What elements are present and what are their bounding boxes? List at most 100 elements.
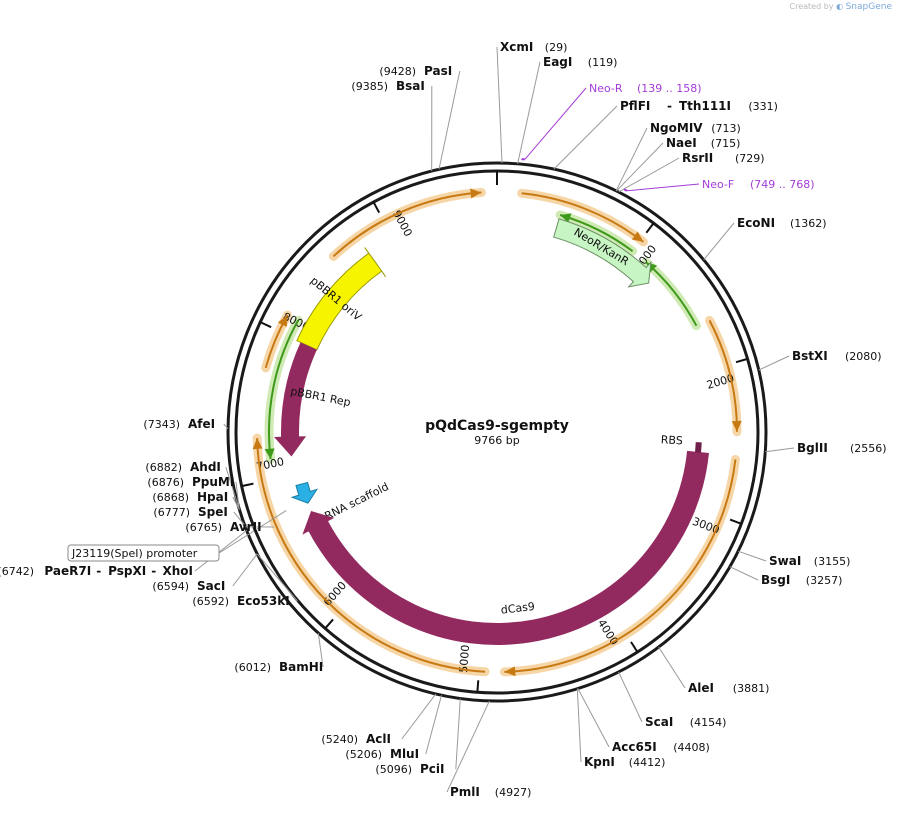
tick-mark-6000 <box>324 618 334 630</box>
leader-kpni <box>576 688 582 763</box>
rbs-label: RBS <box>661 433 684 447</box>
site-name-xcmi: XcmI <box>500 40 533 54</box>
leader-bamhi <box>317 633 324 668</box>
orange-direction-arrow-6 <box>332 191 482 258</box>
promoter-label: J23119(SpeI) promoter <box>71 547 198 560</box>
site-name-swai: SwaI <box>769 554 801 568</box>
primer-range-neo-r: (139 .. 158) <box>637 82 702 95</box>
leader-afei <box>223 423 229 430</box>
leader-pasi <box>438 70 461 170</box>
dcas9-feature-arrow <box>302 450 709 646</box>
site-position-scai: (4154) <box>690 716 727 729</box>
site-position-bsai: (9385) <box>351 80 388 93</box>
site-name-kpni: KpnI <box>584 755 615 769</box>
site-labels: XcmI(29)EagI(119)PflFI-Tth111I(331)NgoMI… <box>0 40 887 799</box>
site-name-avrii: AvrII <box>230 520 262 534</box>
site-name-scai: ScaI <box>645 715 673 729</box>
primer-leader-neo-r <box>524 87 587 160</box>
site-name-ahdi: AhdI <box>190 460 221 474</box>
site-name-spei: SpeI <box>198 505 228 519</box>
leader-pflfi <box>553 105 618 170</box>
site-name-bamhi: BamHI <box>279 660 323 674</box>
site-name-ppumi: PpuMI <box>192 475 234 489</box>
site-name-pasi: PasI <box>424 64 452 78</box>
dcas9-label: dCas9 <box>500 600 535 617</box>
site-position-afei: (7343) <box>143 418 180 431</box>
site-name-pmli: PmlI <box>450 785 480 799</box>
green-direction-arrow-3-head <box>264 448 275 460</box>
leader-econi <box>703 222 735 261</box>
credit-prefix: Created by <box>789 2 834 11</box>
site-position-pflfi: (331) <box>748 100 778 113</box>
site-name-pcii: PciI <box>420 762 445 776</box>
primer-mark-neo-f <box>623 188 628 192</box>
site-position-paer7i: (6742) <box>0 565 34 578</box>
leader-alei <box>658 646 686 689</box>
promoter-label-box <box>67 544 220 562</box>
tick-mark-3000 <box>729 518 742 525</box>
pbbr1-rep-feature-arrow <box>274 342 317 457</box>
site-position-ppumi: (6876) <box>147 476 184 489</box>
site-position-bamhi: (6012) <box>234 661 271 674</box>
direction-arrows <box>252 188 742 677</box>
primer-range-neo-f: (749 .. 768) <box>750 178 815 191</box>
tick-label-4000: 4000 <box>595 617 621 648</box>
site-position-acli: (5240) <box>321 733 358 746</box>
tick-mark-1000 <box>645 222 655 234</box>
leader-saci <box>232 553 258 587</box>
leader-eagi <box>517 61 541 164</box>
site-position-spei: (6777) <box>153 506 190 519</box>
tick-mark-4000 <box>630 641 639 653</box>
leader-paer7i <box>194 530 248 572</box>
promoter-leader <box>218 510 287 554</box>
site-position-bglii: (2556) <box>850 442 887 455</box>
site-name-econi: EcoNI <box>737 216 775 230</box>
leader-hpai <box>232 496 240 511</box>
site-position-bsgi: (3257) <box>806 574 843 587</box>
leader-acc65i <box>577 688 610 748</box>
leader-ppumi <box>235 481 240 509</box>
leader-spei <box>233 511 245 526</box>
site-position-pasi: (9428) <box>379 65 416 78</box>
neor-kanr-feature-arrow <box>553 218 652 288</box>
site-position-saci: (6594) <box>152 580 189 593</box>
pbbr1-oriv-feature <box>296 247 387 351</box>
green-direction-arrow-3 <box>268 319 300 460</box>
green-direction-arrow-1-head <box>560 213 572 223</box>
leader-naei <box>616 142 664 192</box>
site-name-pspxi: PspXI <box>108 564 146 578</box>
tick-mark-2000 <box>735 357 748 364</box>
site-position-hpai: (6868) <box>152 491 189 504</box>
site-name-xhoi: XhoI <box>162 564 193 578</box>
leader-bstxi <box>758 355 790 371</box>
site-separator-xhoi: - <box>151 564 156 578</box>
site-name-tth111i: Tth111I <box>679 99 731 113</box>
site-name-hpai: HpaI <box>197 490 228 504</box>
site-position-pmli: (4927) <box>495 786 532 799</box>
site-name-bsai: BsaI <box>396 79 425 93</box>
site-leader-lines <box>194 46 795 793</box>
leader-ngomiv <box>615 127 648 192</box>
site-position-naei: (715) <box>711 137 741 150</box>
site-name-eco53ki: Eco53kI <box>237 594 290 608</box>
tick-mark-5000 <box>476 680 480 693</box>
site-name-alei: AleI <box>688 681 714 695</box>
leader-bglii <box>765 447 795 453</box>
site-position-pcii: (5096) <box>375 763 412 776</box>
orange-direction-arrow-5-head <box>277 315 288 327</box>
leader-xcmi <box>496 46 503 164</box>
orange-direction-arrow-4 <box>256 438 486 673</box>
site-position-econi: (1362) <box>790 217 827 230</box>
site-position-mlui: (5206) <box>345 748 382 761</box>
orange-direction-arrow-3 <box>504 459 737 673</box>
rbs-feature <box>695 442 702 453</box>
tick-mark-7000 <box>241 482 254 488</box>
primer-leader-neo-f <box>626 183 700 192</box>
site-name-bsgi: BsgI <box>761 573 790 587</box>
site-position-bstxi: (2080) <box>845 350 882 363</box>
leader-eco53ki <box>256 553 298 602</box>
primer-name-neo-r: Neo-R <box>589 82 623 95</box>
snapgene-logo-icon: ◐ <box>836 2 844 11</box>
credit-brand: SnapGene <box>845 2 892 12</box>
leader-mlui <box>425 695 442 755</box>
